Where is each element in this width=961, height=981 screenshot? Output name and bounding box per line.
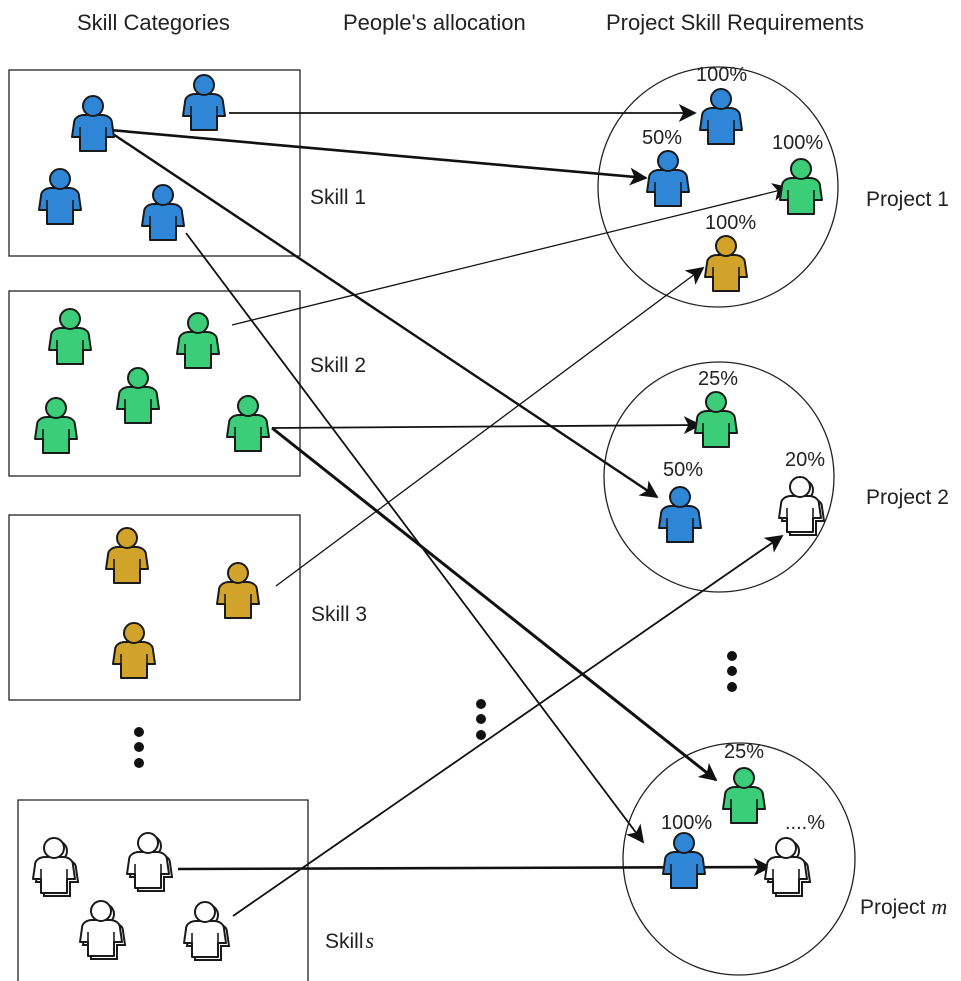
p1-blue-top-percent: 100% — [696, 64, 747, 86]
header-skill-categories: Skill Categories — [77, 10, 230, 35]
person-icon — [176, 312, 220, 369]
project-1-circle — [597, 66, 839, 308]
person-icon — [38, 168, 82, 225]
arrow-s3-to-p1-gold — [275, 266, 705, 587]
skill-1-box — [8, 69, 301, 257]
person-icon — [182, 74, 226, 131]
arrow-s2-to-p1-green — [231, 183, 791, 326]
p2-blue-percent: 50% — [663, 459, 703, 481]
arrow-s1-to-p2-blue — [109, 131, 659, 498]
project-2-label: Project 2 — [866, 486, 949, 509]
person-icon — [79, 900, 127, 960]
person-icon — [105, 527, 149, 584]
person-icon — [126, 832, 174, 892]
person-icon — [48, 308, 92, 365]
person-icon — [694, 391, 738, 448]
skill-1-label: Skill 1 — [310, 186, 366, 209]
arrow-ss-to-p2-white — [232, 534, 784, 917]
person-icon — [722, 767, 766, 824]
arrow-s2-to-p2-green — [271, 416, 702, 435]
person-icon — [112, 622, 156, 679]
person-icon — [662, 832, 706, 889]
project-1-label: Project 1 — [866, 188, 949, 211]
p2-green-percent: 25% — [698, 368, 738, 390]
ellipsis-left-dots — [134, 727, 144, 768]
skill-3-box — [8, 514, 301, 701]
p1-blue-mid-percent: 50% — [642, 127, 682, 149]
arrow-s1-to-p1-blue-mid — [109, 128, 648, 186]
person-icon — [646, 150, 690, 207]
p1-green-percent: 100% — [772, 132, 823, 154]
person-icon — [216, 562, 260, 619]
person-icon — [704, 235, 748, 292]
person-icon — [226, 395, 270, 452]
header-peoples-allocation: People's allocation — [343, 10, 526, 35]
person-icon — [764, 837, 812, 897]
pm-blue-percent: 100% — [661, 812, 712, 834]
person-icon — [141, 184, 185, 241]
person-icon — [779, 158, 823, 215]
header-project-skill-requirements: Project Skill Requirements — [606, 10, 864, 35]
skill-2-label: Skill 2 — [310, 354, 366, 377]
pm-green-percent: 25% — [724, 741, 764, 763]
project-2-circle — [603, 361, 835, 593]
skill-s-box — [17, 799, 309, 981]
arrow-s2-to-pm-green — [271, 426, 718, 782]
person-icon — [658, 486, 702, 543]
skill-s-label: Skills — [325, 928, 374, 953]
person-icon — [71, 95, 115, 152]
person-icon — [32, 837, 80, 897]
project-m-circle — [622, 742, 856, 976]
skill-3-label: Skill 3 — [311, 603, 367, 626]
person-icon — [699, 88, 743, 145]
ellipsis-right-dots — [727, 651, 737, 692]
person-icons — [32, 74, 826, 961]
p2-white-percent: 20% — [785, 449, 825, 471]
person-icon — [183, 901, 231, 961]
person-icon — [116, 367, 160, 424]
ellipsis-middle-dots — [476, 699, 486, 740]
person-icon — [778, 476, 826, 536]
p1-gold-percent: 100% — [705, 212, 756, 234]
person-icon — [34, 397, 78, 454]
pm-white-percent: ....% — [785, 812, 825, 834]
arrow-s1-to-pm-blue — [185, 232, 645, 844]
